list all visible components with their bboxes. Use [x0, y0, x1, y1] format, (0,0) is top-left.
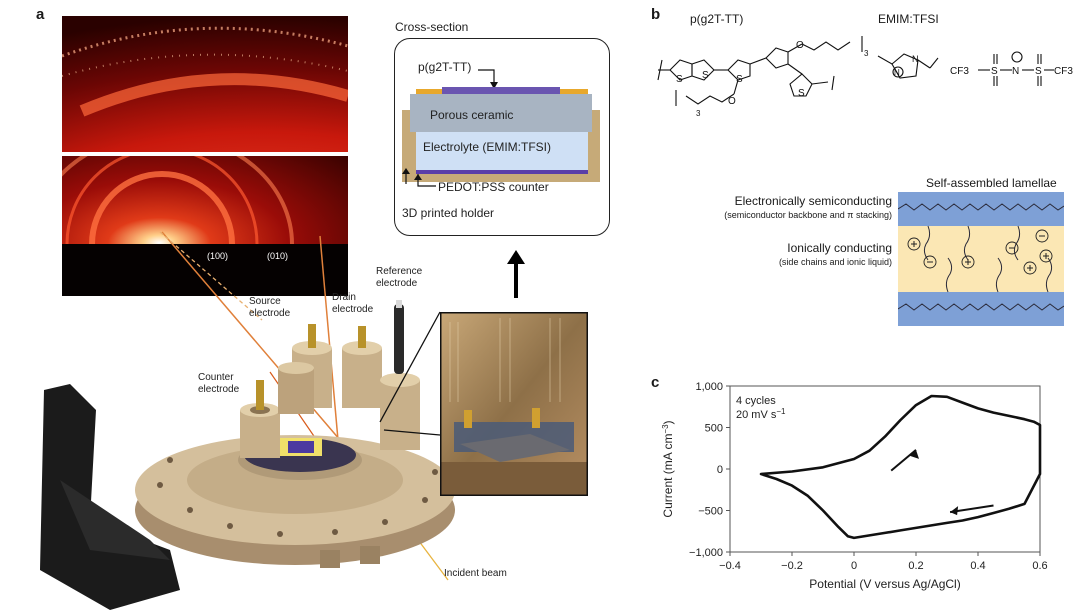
semi-title: Electronically semiconducting [734, 194, 892, 208]
subscript-3b: 3 [696, 109, 701, 118]
thiophene-s4: S [798, 88, 805, 99]
sulfonyl-right: S [1035, 66, 1042, 77]
x-tick-label: 0.6 [1032, 560, 1047, 572]
y-tick-label: 500 [705, 423, 723, 435]
cf3-right: CF3 [1054, 66, 1073, 77]
pedot-counter-label: PEDOT:PSS counter [438, 180, 549, 194]
thiophene-s1: S [676, 74, 683, 85]
emim-n: N [912, 54, 919, 64]
y-axis-label: Current (mA cm−3) [661, 420, 676, 517]
reverse-arrow-head [950, 506, 959, 516]
oxygen-top: O [796, 40, 804, 51]
cv-chart: −1,000 −500 0 500 1,000 −0.4 −0.2 0 0.2 0.4 0.6Pot… [661, 381, 1048, 591]
semi-subtitle: (semiconductor backbone and π stacking) [724, 210, 892, 220]
x-tick-label: 0.2 [908, 560, 923, 572]
polymer-name: p(g2T-TT) [690, 12, 744, 26]
label-source-electrode: Source electrode [249, 296, 291, 319]
inset-pointer [379, 311, 441, 436]
annotation-cycles: 4 cycles [736, 395, 776, 407]
annotation-scan-rate: 20 mV s−1 [736, 407, 786, 422]
setup-illustration [40, 300, 455, 610]
x-tick-label: 0.4 [970, 560, 985, 572]
oxygen-side: O [728, 96, 736, 107]
label-counter-electrode: Counter electrode [198, 372, 240, 395]
y-tick-label: 0 [717, 464, 723, 476]
salt-name: EMIM:TFSI [878, 12, 939, 26]
subscript-3a: 3 [864, 49, 869, 58]
label-drain-electrode: Drain electrode [332, 292, 374, 315]
cross-section-box [394, 38, 610, 236]
label-reference-electrode: Reference electrode [376, 266, 423, 289]
cf3-left: CF3 [950, 66, 969, 77]
panel-label-c: c [651, 374, 660, 391]
xrd-peak-010: (010) [267, 251, 288, 261]
porous-ceramic-label: Porous ceramic [430, 108, 514, 122]
polymer-layer-label: p(g2T-TT) [418, 60, 472, 74]
lamellae-diagram [898, 192, 1064, 326]
ion-title: Ionically conducting [787, 241, 892, 255]
xrd-pattern-bottom: (100) (010) [62, 156, 348, 296]
polymer-structure: S S S S O O 3 3 [657, 36, 869, 118]
panel-label-b: b [651, 6, 661, 23]
photo-inset [440, 312, 588, 496]
label-incident-beam: Incident beam [444, 568, 507, 579]
x-tick-label: 0 [851, 560, 857, 572]
x-axis-label: Potential (V versus Ag/AgCl) [809, 577, 960, 591]
sulfonyl-left: S [991, 66, 998, 77]
cross-section-title: Cross-section [395, 20, 469, 34]
thiophene-s3: S [736, 74, 743, 85]
cv-series-line [759, 394, 1042, 540]
y-tick-label: 1,000 [695, 381, 723, 393]
xrd-pattern-top [62, 16, 348, 152]
tfsi-structure: CF3 S N S CF3 [950, 51, 1073, 86]
emim-structure: N N [877, 53, 939, 79]
nitrogen-anion: N [1012, 66, 1019, 77]
lamellae-title: Self-assembled lamellae [926, 176, 1057, 190]
x-tick-label: −0.4 [719, 560, 741, 572]
up-arrow [507, 250, 525, 298]
electrolyte-label: Electrolyte (EMIM:TFSI) [423, 140, 552, 154]
xrd-peak-100: (100) [207, 251, 228, 261]
cross-section-diagram [402, 69, 600, 187]
y-tick-label: −1,000 [689, 547, 723, 559]
y-tick-label: −500 [698, 506, 723, 518]
x-tick-label: −0.2 [781, 560, 803, 572]
ion-subtitle: (side chains and ionic liquid) [778, 257, 892, 267]
panel-label-a: a [36, 6, 45, 23]
forward-arrow-shaft [890, 449, 917, 472]
thiophene-s2: S [702, 70, 709, 81]
emim-plus-n: N [894, 68, 900, 77]
forward-arrow-head [910, 449, 919, 459]
holder-label: 3D printed holder [402, 206, 495, 220]
